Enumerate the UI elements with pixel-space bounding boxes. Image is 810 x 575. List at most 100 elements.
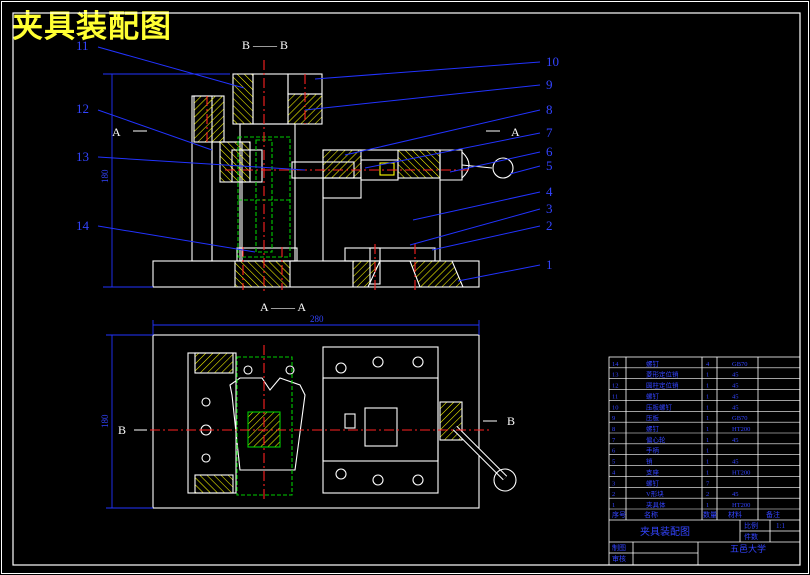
tb-header-no: 序号 <box>612 510 626 519</box>
title-block-cell-qty: 1 <box>706 459 709 466</box>
title-block-cell-no: 11 <box>612 393 618 400</box>
cut-b-left: B <box>118 423 126 437</box>
tb-header-qty: 数量 <box>703 510 717 519</box>
title-block-cell-qty: 4 <box>706 361 710 368</box>
title-block-cell-qty: 7 <box>706 480 710 487</box>
title-block-cell-no: 6 <box>612 448 616 455</box>
title-block-cell-name: 偏心轮 <box>646 435 666 444</box>
front-view <box>152 60 514 292</box>
plan-width-dimension: 280 <box>310 314 324 324</box>
front-leaders <box>97 46 541 282</box>
title-block-cell-name: 圆柱定位销 <box>646 381 679 390</box>
title-block-cell-mat: 45 <box>732 491 739 498</box>
title-block-cell-mat: 45 <box>732 404 739 411</box>
cut-a-left: A <box>112 125 121 139</box>
plan-dimensions <box>106 320 480 509</box>
title-block-cell-name: 压板螺钉 <box>646 402 673 411</box>
title-block-cell-qty: 1 <box>706 469 709 476</box>
title-block-cell-name: 菱形定位销 <box>646 370 679 379</box>
front-height-dimension: 180 <box>100 169 110 183</box>
part-label-11: 11 <box>76 38 89 53</box>
title-block-cell-qty: 1 <box>706 415 709 422</box>
tb-header-note: 备注 <box>766 510 780 519</box>
title-block-cell-no: 12 <box>612 383 619 390</box>
title-block-cell-name: 夹具体 <box>646 500 666 509</box>
tb-school: 五邑大学 <box>730 543 766 554</box>
cut-a-right: A <box>511 125 520 139</box>
title-block-cell-name: 销 <box>646 457 653 466</box>
drawing-title: 夹具装配图 <box>12 9 172 45</box>
title-block-cell-mat: GB70 <box>732 361 748 368</box>
part-label-14: 14 <box>76 218 90 233</box>
title-block-cell-mat: HT200 <box>732 426 750 433</box>
tb-scale-label: 比例 <box>744 521 758 530</box>
title-block-cell-no: 13 <box>612 372 619 379</box>
plan-view <box>150 334 517 509</box>
plan-height-dimension: 180 <box>100 414 110 428</box>
title-block-cell-qty: 1 <box>706 404 709 411</box>
title-block-cell-qty: 1 <box>706 372 709 379</box>
title-block-cell-name: 螺钉 <box>646 478 660 487</box>
title-block-cell-name: 支座 <box>646 467 660 476</box>
part-label-1: 1 <box>546 257 553 272</box>
title-block-cell-qty: 1 <box>706 383 709 390</box>
title-block-cell-no: 10 <box>612 404 619 411</box>
fixture-body <box>152 260 480 288</box>
part-label-13: 13 <box>76 149 89 164</box>
title-block-cell-no: 8 <box>612 426 615 433</box>
title-block-cell-no: 5 <box>612 459 615 466</box>
title-block-cell-no: 9 <box>612 415 615 422</box>
title-block-cell-no: 1 <box>612 502 615 509</box>
title-block-cell-name: 手柄 <box>646 446 660 455</box>
title-block-cell-mat: 45 <box>732 393 739 400</box>
part-label-12: 12 <box>76 101 89 116</box>
part-label-8: 8 <box>546 102 553 117</box>
tb-scale-value: 1:1 <box>776 522 785 530</box>
cut-b-right: B <box>507 414 515 428</box>
title-block-cell-qty: 1 <box>706 502 709 509</box>
title-block-cell-no: 14 <box>612 361 619 368</box>
sheet-inner-border <box>12 12 801 566</box>
tb-drawn-label: 制图 <box>612 543 626 552</box>
title-block-cell-no: 7 <box>612 437 616 444</box>
title-block-cell-mat: HT200 <box>732 502 750 509</box>
title-block-cell-name: 螺钉 <box>646 424 660 433</box>
part-label-4: 4 <box>546 184 553 199</box>
part-label-9: 9 <box>546 77 553 92</box>
part-label-7: 7 <box>546 125 553 140</box>
title-block-cell-mat: 45 <box>732 459 739 466</box>
part-label-10: 10 <box>546 54 559 69</box>
title-block-cell-no: 3 <box>612 480 615 487</box>
title-block-cell-mat: GB70 <box>732 415 748 422</box>
title-block-cell-name: 螺钉 <box>646 391 660 400</box>
part-label-6: 6 <box>546 144 553 159</box>
part-number-labels: 1 2 3 4 5 6 7 8 9 10 11 12 13 14 <box>76 38 559 272</box>
title-block-cell-qty: 1 <box>706 393 709 400</box>
title-block-cell-mat: HT200 <box>732 469 750 476</box>
title-block-cell-mat: 45 <box>732 437 739 444</box>
title-block-cell-name: 压板 <box>646 413 660 422</box>
title-block-cell-qty: 1 <box>706 448 709 455</box>
title-block-cell-qty: 1 <box>706 437 709 444</box>
tb-checked-label: 审核 <box>612 554 626 563</box>
tb-sheet-label: 件数 <box>744 532 758 541</box>
title-block-cell-mat: 45 <box>732 383 739 390</box>
title-block-cell-name: 螺钉 <box>646 359 660 368</box>
tb-drawing-name: 夹具装配图 <box>640 525 690 538</box>
tb-header-mat: 材料 <box>728 510 742 519</box>
section-bb-label: B —— B <box>242 38 288 52</box>
section-aa-label: A —— A <box>260 300 306 314</box>
title-block-cell-qty: 2 <box>706 491 709 498</box>
front-dimension <box>103 73 230 288</box>
part-label-3: 3 <box>546 201 553 216</box>
title-block-cell-no: 2 <box>612 491 615 498</box>
title-block <box>608 356 801 566</box>
part-label-5: 5 <box>546 158 553 173</box>
title-block-cell-name: V形块 <box>646 489 664 498</box>
tb-header-name: 名称 <box>644 510 658 519</box>
part-label-2: 2 <box>546 218 553 233</box>
title-block-cell-mat: 45 <box>732 372 739 379</box>
